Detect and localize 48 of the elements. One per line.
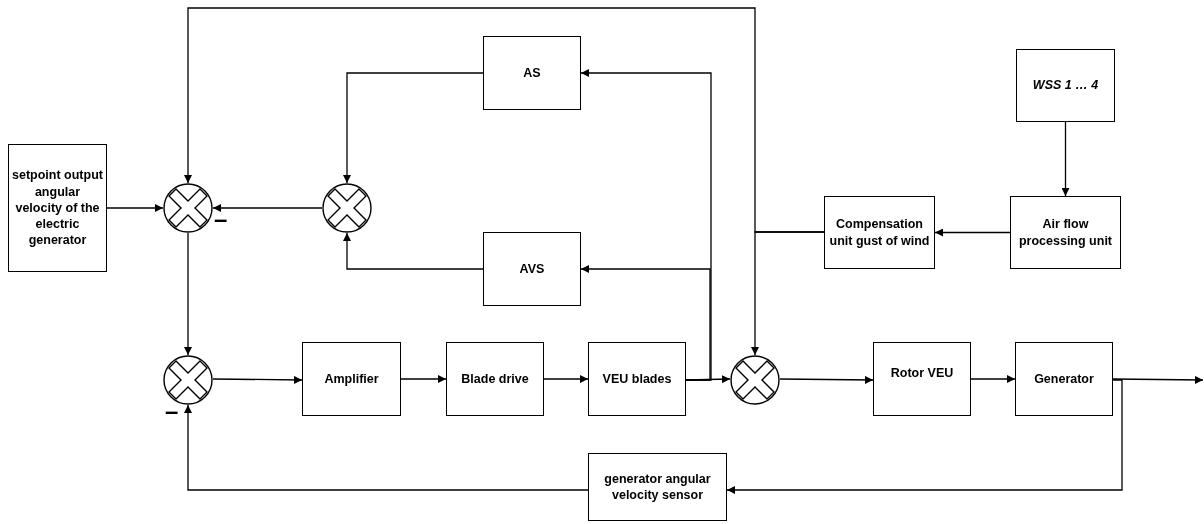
arrow — [212, 375, 303, 384]
arrow — [1112, 375, 1204, 384]
arrow — [580, 69, 712, 381]
block-label: Rotor VEU — [890, 365, 954, 382]
controller-block — [483, 232, 581, 306]
arrow — [1061, 121, 1070, 197]
blades-block — [588, 342, 686, 416]
summing-junction — [322, 183, 372, 233]
setpoint-block — [8, 144, 107, 272]
block-label: generator angular velocity sensor — [603, 470, 712, 504]
block-label: Blade drive — [461, 370, 529, 388]
processing-block — [1010, 196, 1121, 269]
block-label: Generator — [1034, 370, 1094, 388]
block-label: Compensation unit gust of wind — [828, 216, 931, 249]
amplifier-block — [302, 342, 401, 416]
arrow — [779, 375, 874, 384]
arrow — [106, 204, 164, 212]
arrow — [580, 265, 711, 381]
block-label: Air flow processing unit — [1017, 216, 1114, 249]
minus-sign: – — [214, 207, 228, 231]
arrow — [212, 204, 323, 212]
summing-junction — [163, 183, 213, 233]
summing-junction — [163, 355, 213, 405]
block-label: setpoint output angular velocity of the electric generator — [11, 167, 104, 249]
arrow — [400, 375, 447, 383]
block-label: AVS — [519, 260, 545, 278]
sensor-block — [1016, 49, 1115, 122]
arrow — [184, 404, 589, 491]
rotor-block — [873, 342, 971, 416]
arrow — [343, 72, 484, 184]
controller-block — [483, 36, 581, 110]
block-label: Amplifier — [324, 370, 379, 388]
arrow — [543, 375, 589, 383]
arrow — [970, 375, 1016, 383]
arrow — [726, 379, 1123, 494]
sensor-block — [588, 453, 727, 521]
arrow — [343, 232, 484, 270]
arrow — [751, 231, 825, 356]
minus-sign: – — [165, 399, 179, 423]
summing-junction — [730, 355, 780, 405]
arrow — [184, 232, 192, 356]
block-label: WSS 1 … 4 — [1032, 77, 1099, 94]
compensation-block — [824, 196, 935, 269]
drive-block — [446, 342, 544, 416]
generator-block — [1015, 342, 1113, 416]
block-label: AS — [523, 64, 541, 82]
arrow — [934, 228, 1011, 237]
block-label: VEU blades — [602, 370, 672, 388]
